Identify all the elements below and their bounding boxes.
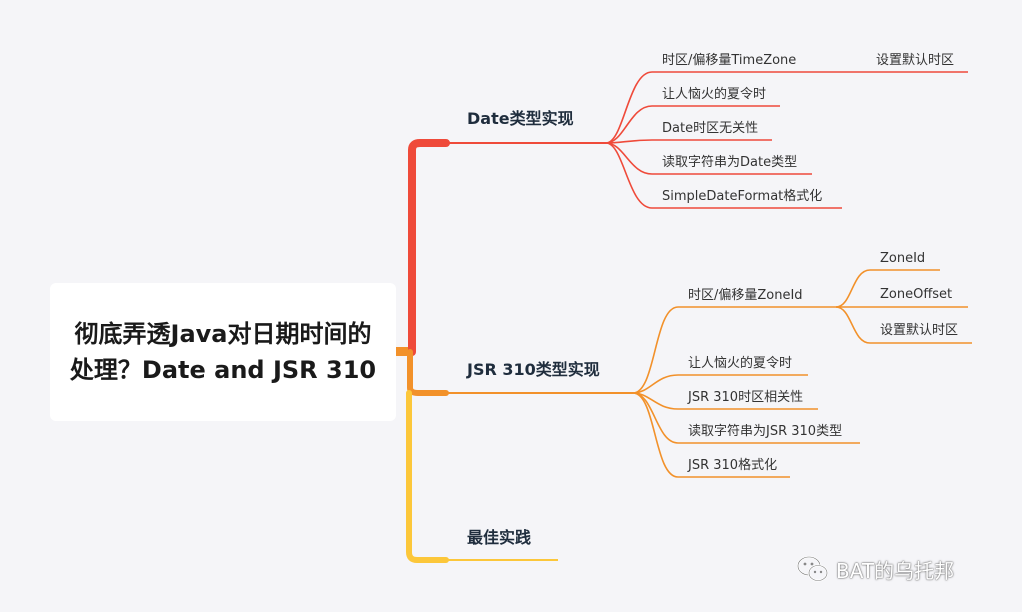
branch-best-practice[interactable]: 最佳实践	[467, 528, 532, 547]
trunk-date	[408, 139, 450, 356]
node-jsr-zoneid-zoneid[interactable]: ZoneId	[880, 251, 926, 266]
node-jsr-zoneid-default[interactable]: 设置默认时区	[880, 323, 959, 338]
node-jsr-zoneid-zoneoffset[interactable]: ZoneOffset	[880, 287, 953, 302]
watermark: BAT的乌托邦	[796, 554, 954, 584]
link-jsr-dst	[632, 374, 808, 394]
root-title: 彻底弄透Java对日期时间的处理？Date and JSR 310	[69, 320, 377, 384]
trunk-jsr	[407, 349, 449, 396]
link-date-format	[605, 142, 842, 209]
link-zoneid-zoneid	[835, 269, 940, 308]
link-jsr-format	[632, 392, 790, 478]
node-jsr-parse[interactable]: 读取字符串为JSR 310类型	[688, 424, 843, 439]
link-date-parse	[605, 142, 812, 175]
node-date-tz-independent[interactable]: Date时区无关性	[662, 121, 759, 136]
node-date-parse[interactable]: 读取字符串为Date类型	[662, 155, 798, 170]
link-date-tz-independent	[605, 139, 772, 144]
branch-date[interactable]: Date类型实现	[467, 109, 574, 128]
node-jsr-tz-related[interactable]: JSR 310时区相关性	[688, 390, 804, 405]
node-jsr-zoneid[interactable]: 时区/偏移量ZoneId	[688, 288, 803, 303]
root-connector	[396, 347, 410, 356]
link-date-dst	[605, 105, 780, 144]
node-date-format[interactable]: SimpleDateFormat格式化	[662, 189, 823, 204]
branch-jsr310[interactable]: JSR 310类型实现	[467, 360, 600, 379]
node-jsr-dst[interactable]: 让人恼火的夏令时	[688, 356, 793, 371]
node-jsr-format[interactable]: JSR 310格式化	[688, 458, 778, 473]
wechat-icon	[797, 556, 828, 582]
node-date-timezone[interactable]: 时区/偏移量TimeZone	[662, 53, 797, 68]
trunk-best	[406, 390, 449, 563]
root-node[interactable]: 彻底弄透Java对日期时间的处理？Date and JSR 310	[50, 283, 396, 421]
node-date-timezone-default[interactable]: 设置默认时区	[876, 53, 955, 68]
watermark-text: BAT的乌托邦	[836, 558, 955, 583]
link-date-timezone	[605, 71, 860, 144]
link-zoneid-default	[835, 306, 972, 344]
node-date-dst[interactable]: 让人恼火的夏令时	[662, 87, 767, 102]
link-jsr-zoneid	[632, 306, 836, 394]
